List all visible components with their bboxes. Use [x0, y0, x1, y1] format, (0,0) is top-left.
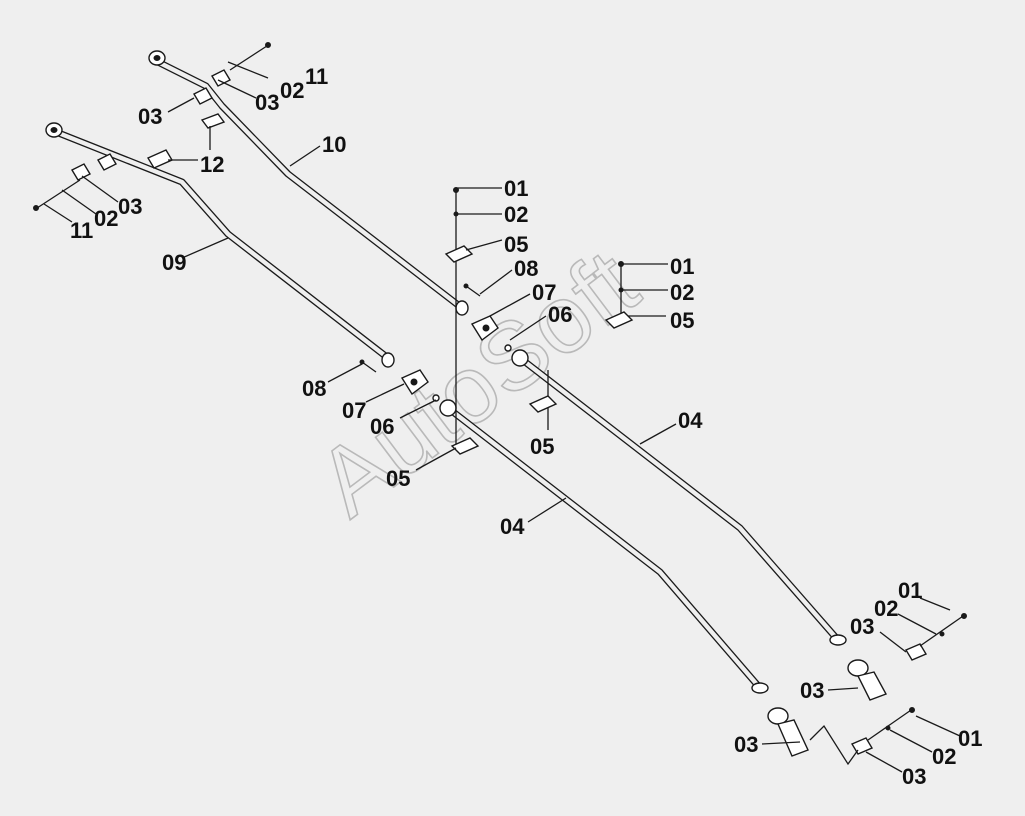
callout-11: 11 — [305, 64, 328, 89]
callout-04: 04 — [678, 408, 703, 433]
pipe-04-lower — [444, 404, 764, 692]
callout-09: 09 — [162, 250, 186, 275]
callout-02: 02 — [874, 596, 898, 621]
callout-06: 06 — [548, 302, 572, 327]
callout-12: 12 — [200, 152, 224, 177]
callout-05: 05 — [386, 466, 410, 491]
callout-10: 10 — [322, 132, 346, 157]
callout-04: 04 — [500, 514, 525, 539]
callout-labels: 11 02 03 03 10 12 03 02 11 09 01 02 05 0… — [70, 64, 982, 789]
vertical-bolt-right — [528, 261, 634, 413]
bolt-08-upper — [463, 283, 481, 297]
callout-02: 02 — [504, 202, 528, 227]
callout-07: 07 — [532, 280, 556, 305]
callout-06: 06 — [370, 414, 394, 439]
callout-02: 02 — [94, 206, 118, 231]
callout-01: 01 — [898, 578, 922, 603]
callout-02: 02 — [670, 280, 694, 305]
callout-05: 05 — [530, 434, 554, 459]
callout-03: 03 — [902, 764, 926, 789]
end-connector-right-upper — [829, 613, 967, 701]
watermark: AutoSoft — [298, 230, 656, 537]
callout-07: 07 — [342, 398, 366, 423]
bolt-08-lower — [359, 359, 377, 373]
pipe-end-cap-09 — [45, 122, 63, 138]
callout-03: 03 — [138, 104, 162, 129]
bolt-11-lower — [33, 179, 81, 211]
callout-01: 01 — [670, 254, 694, 279]
callout-01: 01 — [958, 726, 982, 751]
callout-08: 08 — [514, 256, 538, 281]
pipe-04-upper — [516, 354, 842, 644]
callout-11: 11 — [70, 218, 93, 243]
pipe-09 — [52, 128, 392, 362]
callout-02: 02 — [932, 744, 956, 769]
pipe-end-cap-10 — [148, 50, 166, 66]
callout-08: 08 — [302, 376, 326, 401]
callout-03: 03 — [118, 194, 142, 219]
callout-03: 03 — [734, 732, 758, 757]
callout-05: 05 — [670, 308, 694, 333]
callout-03: 03 — [800, 678, 824, 703]
leader-lines — [43, 61, 961, 773]
callout-02: 02 — [280, 78, 304, 103]
callout-03: 03 — [255, 90, 279, 115]
callout-01: 01 — [504, 176, 528, 201]
end-connector-right-lower — [751, 682, 915, 766]
callout-05: 05 — [504, 232, 528, 257]
union-fitting-lower — [381, 352, 457, 417]
callout-03: 03 — [850, 614, 874, 639]
pipe-10 — [154, 58, 466, 312]
